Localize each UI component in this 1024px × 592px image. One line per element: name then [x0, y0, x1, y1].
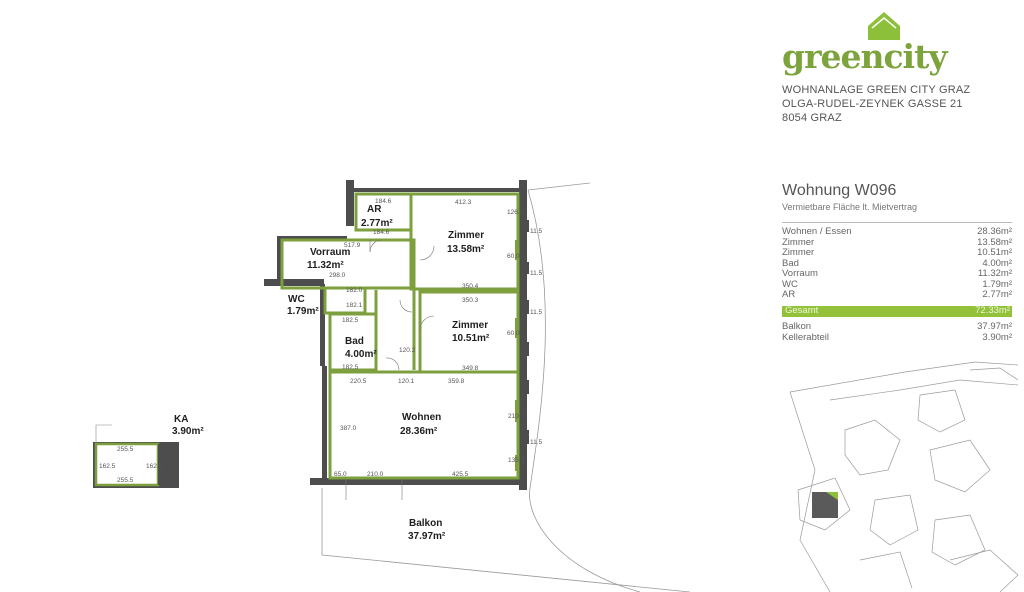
brand-logo: greencity: [782, 37, 947, 76]
room-zimmer2-name: Zimmer: [452, 320, 488, 331]
unit-subtitle: Vermietbare Fläche lt. Mietvertrag: [782, 202, 918, 212]
divider: [782, 222, 1012, 223]
room-balkon-area: 37.97m²: [408, 531, 446, 542]
area-row: Vorraum 11.32m²: [782, 268, 1012, 280]
dim-label: 184.6: [373, 229, 390, 236]
dim-label: 350.4: [462, 283, 479, 290]
address-line-1: WOHNANLAGE GREEN CITY GRAZ: [782, 84, 971, 96]
balcony-edge-top: [527, 182, 591, 191]
room-ka-area: 3.90m²: [172, 426, 204, 437]
area-row: Bad 4.00m²: [782, 257, 1012, 270]
address-line-3: 8054 GRAZ: [782, 112, 842, 124]
area-label: Zimmer: [782, 247, 815, 258]
area-label: Vorraum: [782, 268, 818, 279]
dim-label: 182.1: [346, 302, 363, 309]
area-value: 1.79m²: [982, 278, 1012, 290]
dim-label: 220.5: [350, 378, 367, 385]
dim-label: 11.5: [530, 228, 543, 235]
extra-value: 37.97m²: [977, 321, 1012, 332]
dim-label: 387.0: [340, 425, 357, 432]
outer-walls: [264, 180, 529, 490]
dim-label: 11.5: [530, 270, 543, 277]
dim-label: 11.5: [530, 309, 543, 316]
extra-row: Kellerabteil 3.90m²: [782, 331, 1012, 344]
room-bad-area: 4.00m²: [345, 349, 377, 360]
dim-label: 182.0: [346, 287, 363, 294]
area-value: 28.36m²: [977, 226, 1012, 237]
dim-label: 182.5: [342, 317, 359, 324]
room-ar-area: 2.77m²: [361, 218, 393, 229]
total-value: 72.33m²: [975, 305, 1010, 316]
room-zimmer2-area: 10.51m²: [452, 333, 490, 344]
room-wc-name: WC: [288, 294, 305, 305]
dim-label: 126.3: [507, 209, 524, 216]
area-row: Zimmer 13.58m²: [782, 236, 1012, 249]
dim-label: 255.5: [117, 477, 134, 484]
dim-label: 120.2: [399, 347, 416, 354]
area-label: Wohnen / Essen: [782, 226, 852, 237]
extra-value: 3.90m²: [982, 331, 1012, 343]
area-value: 10.51m²: [977, 247, 1012, 258]
dim-label: 517.9: [344, 242, 361, 249]
area-label: Bad: [782, 257, 799, 269]
dim-label: 182.5: [342, 364, 359, 371]
site-plan: [789, 361, 1019, 592]
dim-label: 65.0: [334, 471, 347, 478]
dim-label: 60.0: [507, 330, 520, 337]
total-row: Gesamt 72.33m²: [782, 305, 1012, 317]
area-row: Wohnen / Essen 28.36m²: [782, 226, 1012, 238]
site-plan-highlight-mark: [826, 492, 838, 500]
area-label: WC: [782, 278, 798, 290]
dim-label: 298.0: [329, 272, 346, 279]
balcony-outline: [321, 488, 691, 592]
area-value: 2.77m²: [982, 289, 1012, 300]
room-zimmer1-name: Zimmer: [448, 230, 484, 241]
dim-label: 425.5: [452, 471, 469, 478]
dim-label: 60.0: [507, 253, 520, 260]
door-swings: [345, 239, 435, 500]
dim-label: 11.5: [530, 439, 543, 446]
dim-label: 412.3: [455, 199, 472, 206]
kellerabteil: [93, 424, 179, 488]
balcony-outline-right: [527, 189, 641, 592]
dim-label: 210.0: [508, 413, 525, 420]
area-value: 13.58m²: [977, 236, 1012, 248]
area-row: AR 2.77m²: [782, 289, 1012, 301]
total-label: Gesamt: [785, 305, 819, 316]
room-vorraum-name: Vorraum: [310, 247, 350, 258]
dim-label: 184.6: [375, 198, 392, 205]
window-marks: [515, 240, 518, 471]
dim-label: 210.0: [367, 471, 384, 478]
dim-label: 135.0: [508, 457, 525, 464]
room-zimmer1-area: 13.58m²: [447, 244, 485, 255]
area-label: Zimmer: [782, 236, 815, 248]
room-wohnen-area: 28.36m²: [400, 426, 438, 437]
area-value: 4.00m²: [982, 257, 1012, 269]
logo-house-icon: [868, 12, 900, 40]
dim-label: 162.5: [146, 463, 163, 470]
dim-label: 350.3: [462, 297, 479, 304]
dim-label: 349.8: [462, 365, 479, 372]
extra-row: Balkon 37.97m²: [782, 321, 1012, 333]
room-vorraum-area: 11.32m²: [307, 260, 344, 271]
dim-label: 359.8: [448, 378, 465, 385]
address-line-2: OLGA-RUDEL-ZEYNEK GASSE 21: [782, 98, 963, 110]
extra-label: Kellerabteil: [782, 331, 829, 343]
unit-title: Wohnung W096: [782, 182, 897, 199]
area-value: 11.32m²: [977, 268, 1012, 279]
extra-label: Balkon: [782, 321, 812, 332]
area-label: AR: [782, 289, 796, 300]
dim-label: 255.5: [117, 446, 134, 453]
room-ar-name: AR: [367, 204, 382, 215]
dim-label: 162.5: [99, 463, 116, 470]
area-row: WC 1.79m²: [782, 278, 1012, 291]
dim-label: 120.1: [398, 378, 415, 385]
room-ka-name: KA: [174, 414, 188, 425]
room-bad-name: Bad: [345, 336, 364, 347]
room-wc-area: 1.79m²: [287, 306, 319, 317]
room-wohnen-name: Wohnen: [402, 412, 441, 423]
area-row: Zimmer 10.51m²: [782, 247, 1012, 259]
room-balkon-name: Balkon: [409, 518, 442, 529]
